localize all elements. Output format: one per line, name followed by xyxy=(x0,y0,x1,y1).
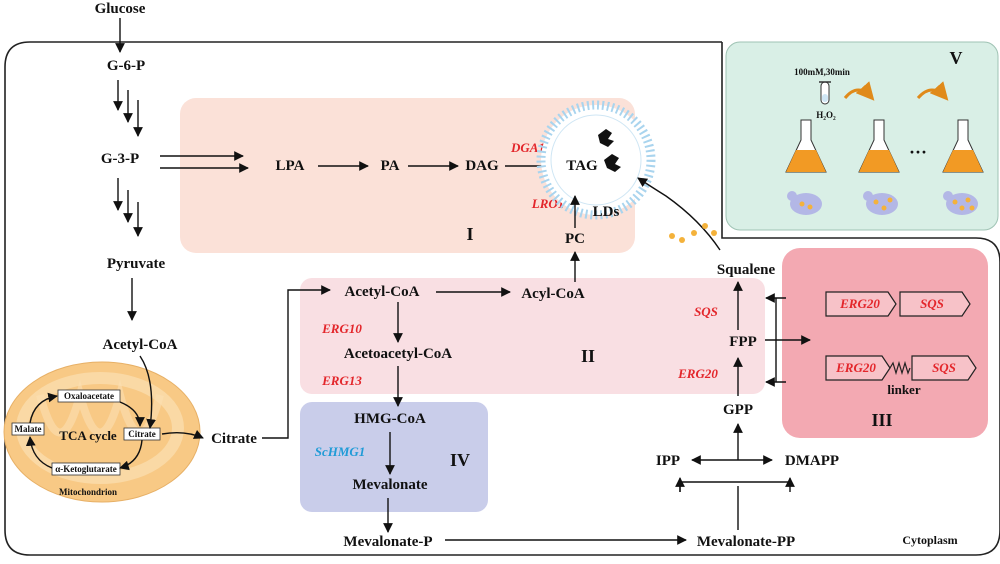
malate-label: Malate xyxy=(15,424,42,434)
lpa-label: LPA xyxy=(276,158,305,174)
linker-zigzag xyxy=(889,360,911,376)
fusion-gene-sqs-1: SQS xyxy=(920,296,944,311)
glucose-label: Glucose xyxy=(95,1,146,17)
flask-icon xyxy=(942,119,984,173)
acetyl-coa-label: Acetyl-CoA xyxy=(345,284,420,300)
yeast-cell-icon xyxy=(787,191,822,215)
tca-cycle-label: TCA cycle xyxy=(59,428,117,443)
flask-icon xyxy=(858,119,900,173)
cell-membrane xyxy=(4,41,1000,556)
erg20-gene-arrow xyxy=(825,291,897,317)
g3p-label: G-3-P xyxy=(101,151,139,167)
yeast-cell-icon xyxy=(863,191,898,215)
transfer-arrow-icon xyxy=(916,81,949,101)
region-IV-box xyxy=(300,402,488,512)
g6p-label: G-6-P xyxy=(107,58,145,74)
fusion-gene-sqs-2: SQS xyxy=(932,360,956,375)
acyl-coa-label: Acyl-CoA xyxy=(521,286,584,302)
mevalonate-p-label: Mevalonate-P xyxy=(343,534,432,550)
stress-condition: 100mM,30min xyxy=(794,67,850,77)
region-V-label: V xyxy=(950,48,963,68)
cytoplasm-label: Cytoplasm xyxy=(902,533,957,547)
erg20-gene-arrow-linked xyxy=(825,355,891,381)
citrate-label: Citrate xyxy=(211,431,257,447)
hmg-coa-label: HMG-CoA xyxy=(354,411,426,427)
enzyme-erg10: ERG10 xyxy=(321,321,362,336)
enzyme-erg20: ERG20 xyxy=(677,366,718,381)
sqs-gene-arrow xyxy=(899,291,971,317)
dmapp-label: DMAPP xyxy=(785,453,839,469)
malate-box xyxy=(11,422,45,436)
squalene-label: Squalene xyxy=(717,262,776,278)
enzyme-sqs: SQS xyxy=(694,304,718,319)
akg-label: α-Ketoglutarate xyxy=(55,464,117,474)
pyruvate-label: Pyruvate xyxy=(107,256,166,272)
test-tube-icon xyxy=(819,81,831,105)
acetoacetyl-coa-label: Acetoacetyl-CoA xyxy=(344,346,452,362)
pc-label: PC xyxy=(565,231,585,247)
region-I-box xyxy=(180,98,635,253)
ellipsis-label: ··· xyxy=(909,142,927,162)
squalene-droplets xyxy=(669,223,717,243)
mitochondrion-label: Mitochondrion xyxy=(59,487,117,497)
sqs-gene-arrow-linked xyxy=(911,355,977,381)
linker-label: linker xyxy=(887,382,920,397)
mevalonate-pp-label: Mevalonate-PP xyxy=(697,534,795,550)
ipp-label: IPP xyxy=(656,453,680,469)
fusion-gene-erg20-2: ERG20 xyxy=(835,360,876,375)
tag-label: TAG xyxy=(566,158,598,174)
yeast-cell-icon xyxy=(943,191,978,215)
gpp-label: GPP xyxy=(723,402,753,418)
region-II-box xyxy=(300,278,765,394)
mito-citrate-label: Citrate xyxy=(128,429,155,439)
region-II-label: II xyxy=(581,346,595,366)
region-III-label: III xyxy=(871,410,892,430)
fusion-gene-erg20-1: ERG20 xyxy=(839,296,880,311)
flask-icon xyxy=(785,119,827,173)
enzyme-dga1: DGA1 xyxy=(510,140,545,155)
reagent-label: H₂O₂ xyxy=(816,110,836,120)
lipid-droplet xyxy=(536,100,656,220)
oxaloacetate-box xyxy=(57,389,121,403)
oxaloacetate-label: Oxaloacetate xyxy=(64,391,114,401)
dag-label: DAG xyxy=(465,158,499,174)
region-I-label: I xyxy=(466,224,473,244)
region-IV-label: IV xyxy=(450,450,470,470)
tag-molecule-icon xyxy=(598,129,614,147)
enzyme-erg13: ERG13 xyxy=(321,373,362,388)
enzyme-lro1: LRO1 xyxy=(531,196,565,211)
pa-label: PA xyxy=(381,158,400,174)
fpp-label: FPP xyxy=(729,334,757,350)
transfer-arrow-icon xyxy=(843,81,875,101)
acetyl-coa-left-label: Acetyl-CoA xyxy=(103,337,178,353)
tag-molecule-icon xyxy=(604,154,621,172)
enzyme-schmg1: ScHMG1 xyxy=(315,444,366,459)
mevalonate-label: Mevalonate xyxy=(353,477,428,493)
lds-label: LDs xyxy=(593,204,620,220)
